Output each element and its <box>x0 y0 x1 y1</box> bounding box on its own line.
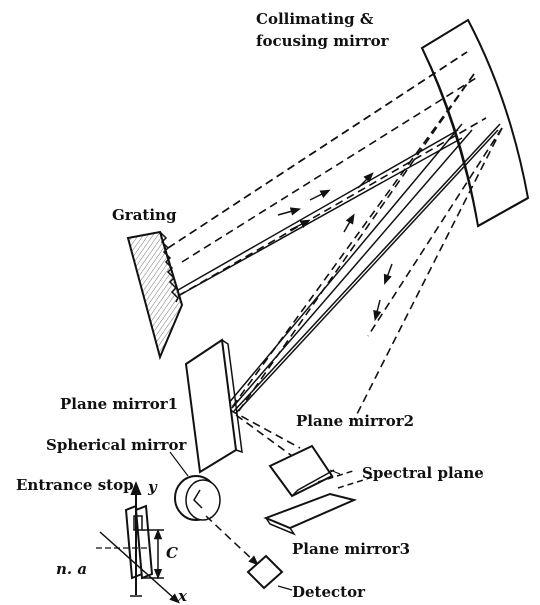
grating <box>126 230 184 361</box>
leader-lines <box>169 451 341 591</box>
label-axis-y: y <box>148 478 157 496</box>
label-collimating-line1: Collimating & <box>256 10 374 28</box>
beam-arrows <box>277 172 393 322</box>
detector-beam <box>205 515 259 566</box>
plane-mirror-1 <box>184 338 243 474</box>
solid-beam-paths <box>177 123 501 414</box>
plane-mirror-3 <box>263 492 358 536</box>
label-axis-x: x <box>178 587 187 605</box>
label-na: n. a <box>56 560 88 578</box>
label-entrance-stop: Entrance stop <box>16 476 134 494</box>
spectral-plane-marker <box>317 469 377 489</box>
entrance-stop <box>96 504 154 580</box>
label-dim-c: C <box>166 544 178 562</box>
label-plane-mirror-2: Plane mirror2 <box>296 412 415 430</box>
c-dimension <box>142 528 164 580</box>
y-axis <box>130 481 142 597</box>
label-plane-mirror-3: Plane mirror3 <box>292 540 411 558</box>
label-plane-mirror-1: Plane mirror1 <box>60 395 179 413</box>
label-grating: Grating <box>112 206 177 224</box>
plane-mirror-2 <box>268 444 335 498</box>
spherical-mirror <box>174 475 221 521</box>
label-detector: Detector <box>292 583 365 601</box>
detector <box>246 554 284 590</box>
label-collimating-line2: focusing mirror <box>256 32 389 50</box>
x-axis <box>99 531 180 604</box>
label-spherical-mirror: Spherical mirror <box>46 436 187 454</box>
label-spectral-plane: Spectral plane <box>362 464 484 482</box>
